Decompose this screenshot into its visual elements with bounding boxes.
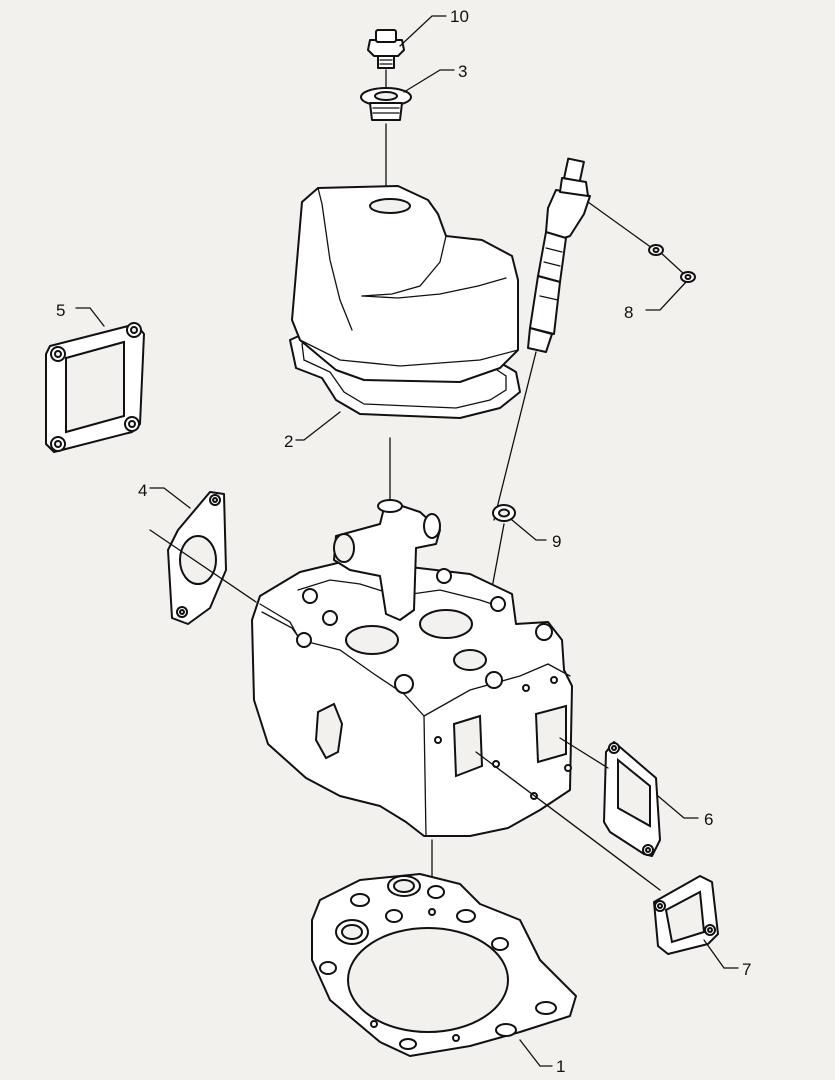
axis-line-exhaust-2 [475, 751, 661, 891]
callout-5: 5 [56, 301, 65, 320]
callout-9: 9 [552, 532, 561, 551]
part-5-flange-gasket [45, 322, 145, 453]
callout-2: 2 [284, 432, 293, 451]
part-7-exhaust-gasket [653, 875, 719, 955]
part-8-injector [485, 157, 696, 621]
callout-leaders [75, 15, 739, 1067]
callout-10: 10 [450, 7, 469, 26]
cylinder-head [251, 499, 573, 837]
part-10-cap-bolt [367, 29, 405, 69]
callout-3: 3 [458, 62, 467, 81]
valve-cover [291, 185, 519, 383]
part-3-plug [360, 87, 412, 121]
callout-4: 4 [138, 481, 147, 500]
part-9-o-ring [492, 504, 516, 522]
callout-7: 7 [742, 960, 751, 979]
part-1-head-gasket [311, 873, 577, 1057]
callout-6: 6 [704, 810, 713, 829]
axis-line-exhaust-1 [559, 737, 609, 769]
part-4-intake-gasket [167, 491, 227, 625]
axis-line-intake [149, 529, 257, 603]
callout-8: 8 [624, 303, 633, 322]
callout-1: 1 [556, 1057, 565, 1076]
part-6-exhaust-gasket [603, 741, 661, 857]
